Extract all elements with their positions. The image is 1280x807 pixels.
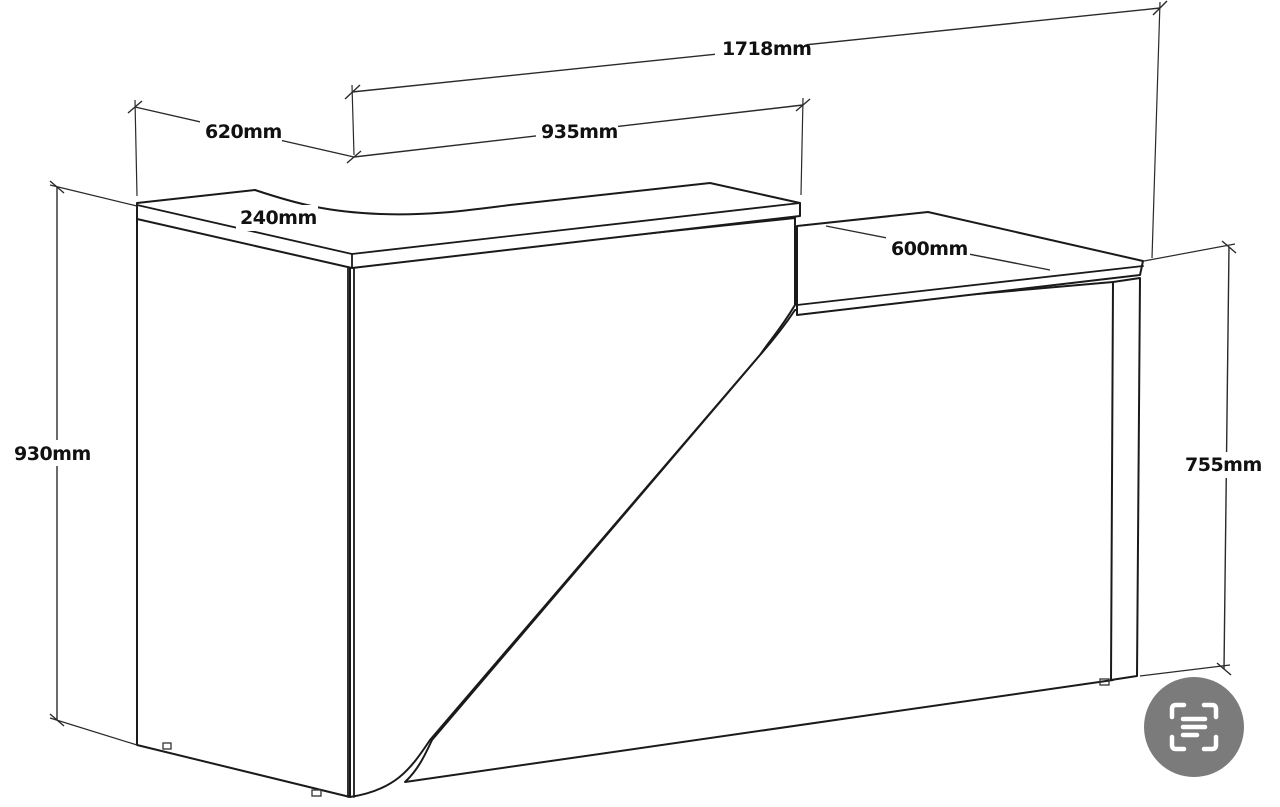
lower-front-panel — [404, 281, 1114, 783]
right-end-panel — [1110, 277, 1141, 681]
dim-overall-length: 1718mm — [722, 38, 811, 60]
front-panel — [349, 217, 796, 798]
text-scan-button[interactable] — [1144, 677, 1244, 777]
dim-total-height: 930mm — [14, 443, 91, 465]
dim-upper-counter-width: 240mm — [240, 207, 317, 229]
dim-left-depth: 620mm — [205, 121, 282, 143]
text-scan-icon — [1169, 702, 1219, 752]
dim-lower-height: 755mm — [1185, 454, 1262, 476]
left-side-panel — [136, 217, 351, 798]
upper-counter-top — [136, 182, 801, 269]
dim-lower-counter-depth: 600mm — [891, 238, 968, 260]
dim-upper-counter-length: 935mm — [541, 121, 618, 143]
